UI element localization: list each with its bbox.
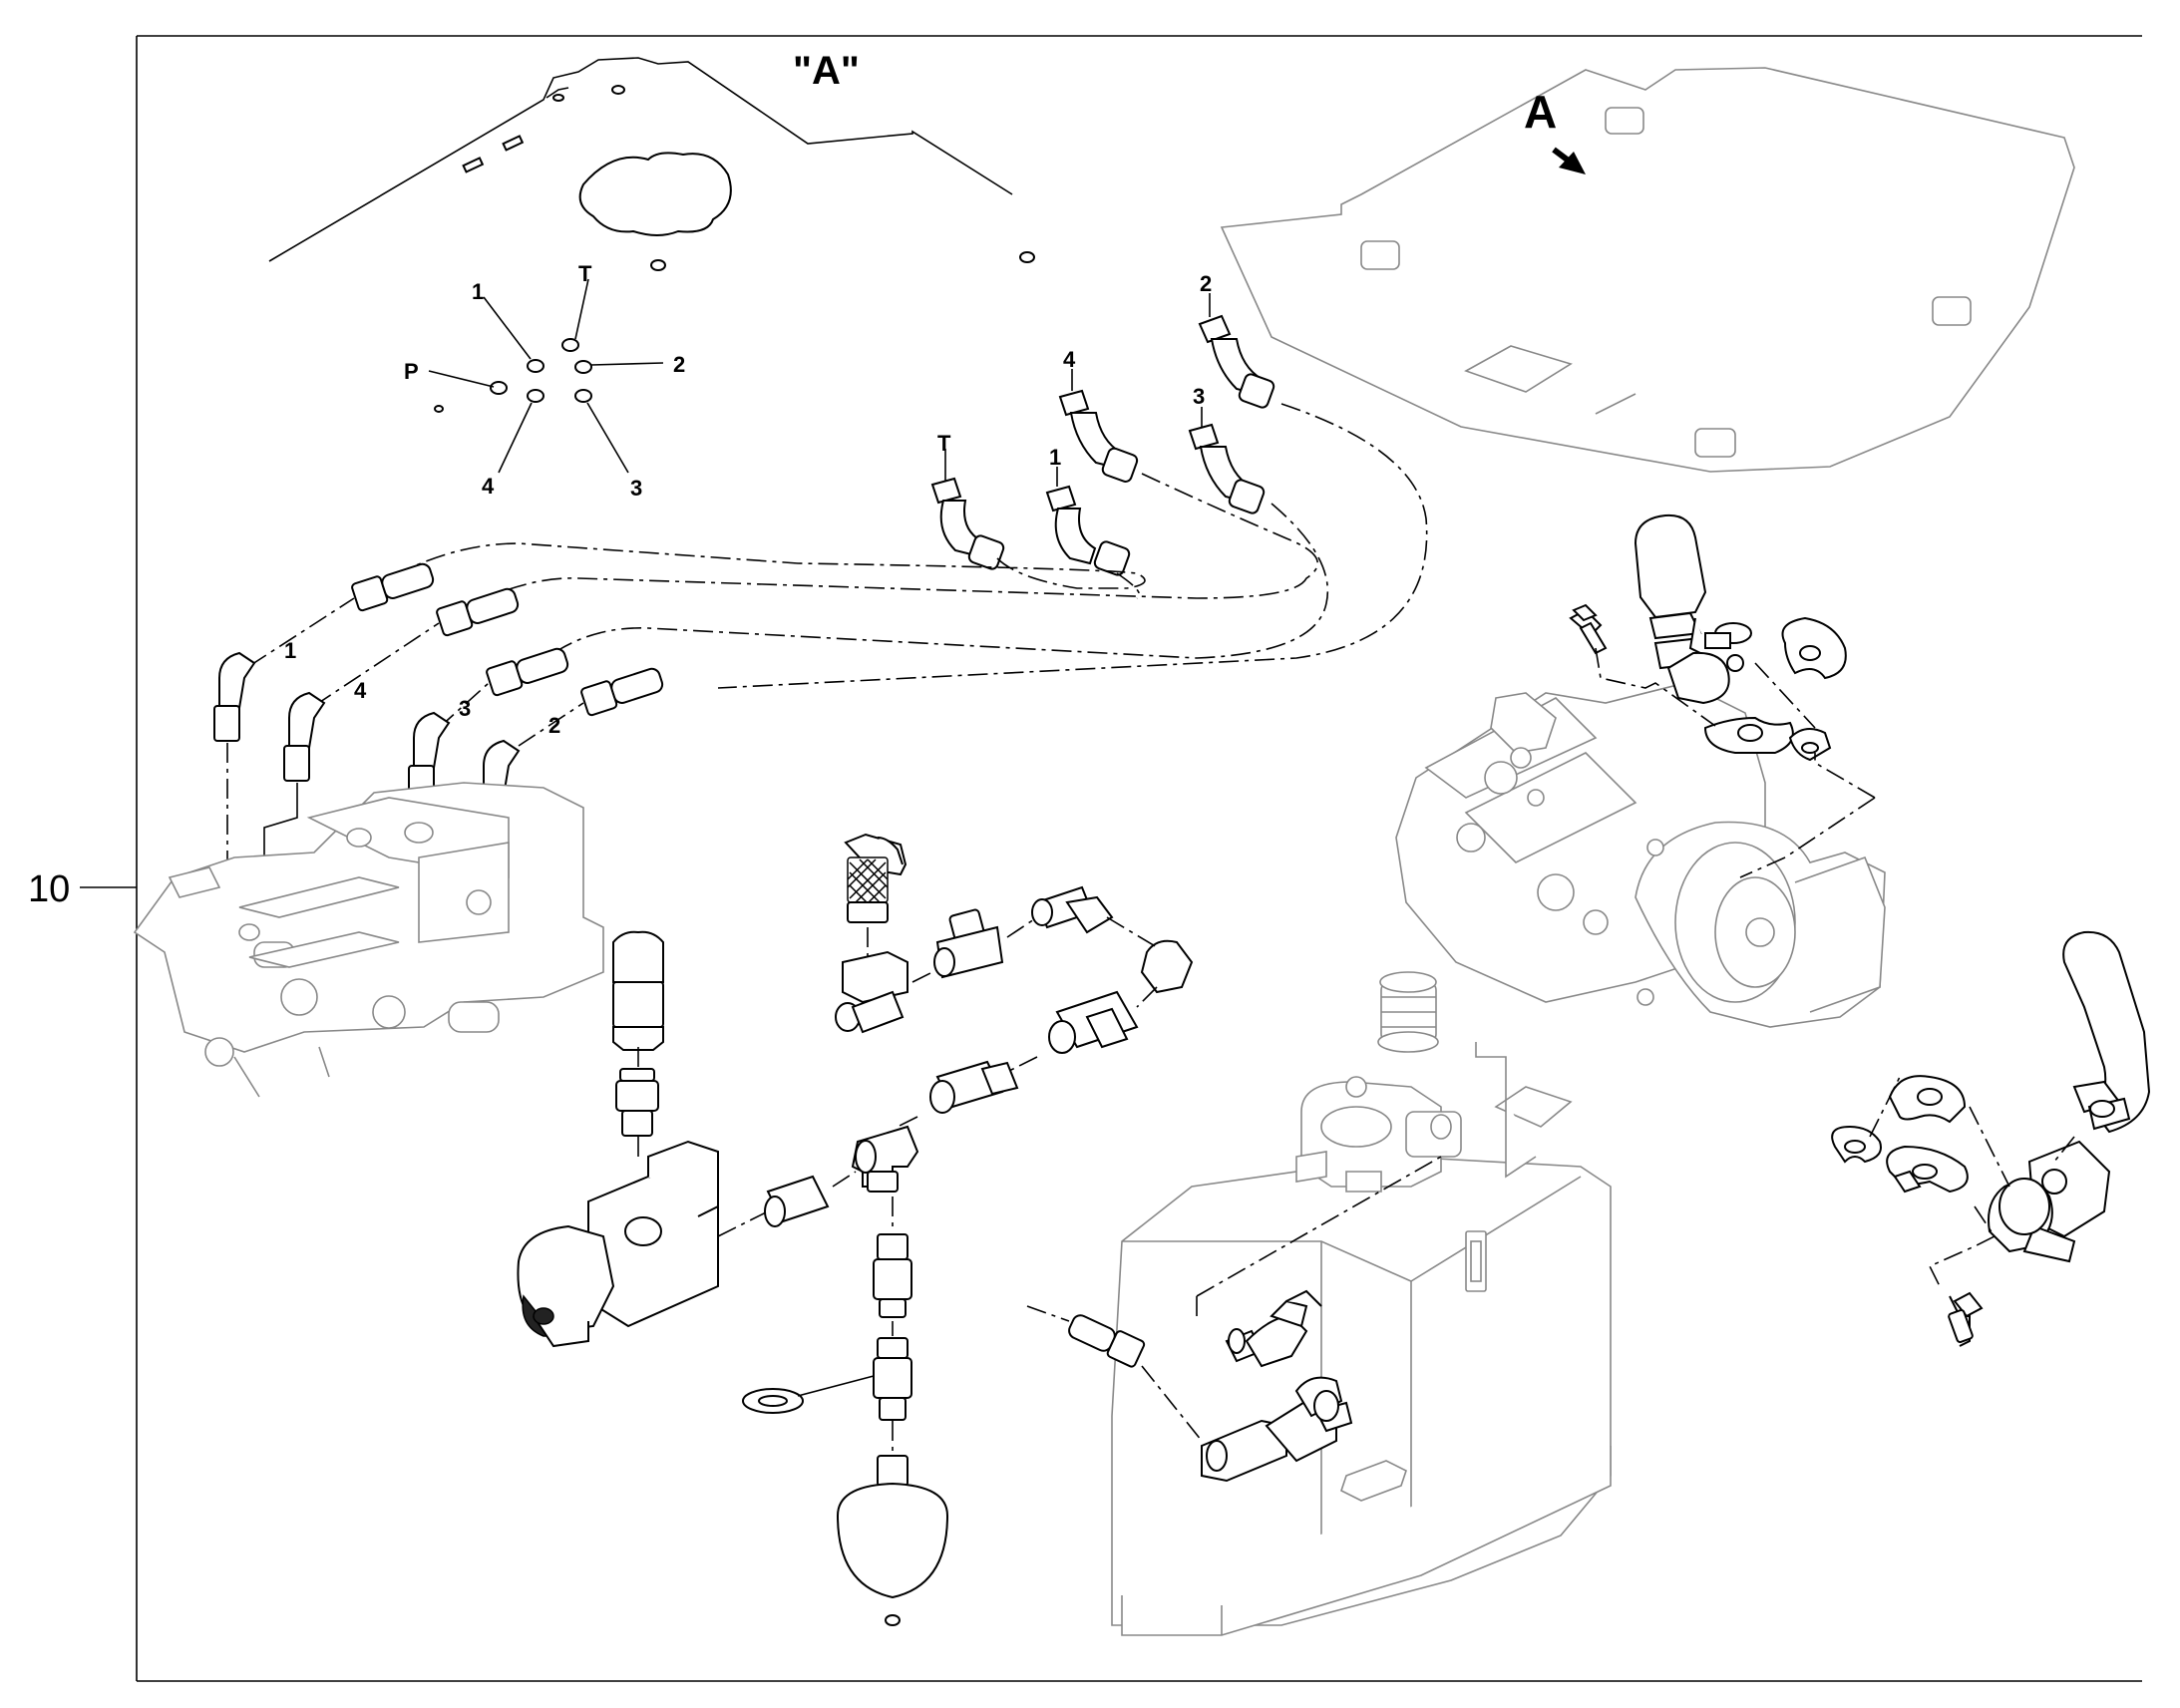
detail-a-plate: [268, 57, 1035, 271]
lower-flange-hose: [1988, 930, 2151, 1263]
detail-view-arrow-label: A: [1524, 86, 1557, 138]
detail-view-title: "A": [793, 49, 860, 93]
hose-label-2: 2: [1200, 271, 1212, 296]
port-label-t: T: [578, 261, 592, 286]
upper-flange-hose: [1634, 513, 1752, 705]
upper-flange-clamps: [1569, 608, 1847, 762]
hose-label-3: 3: [1193, 384, 1205, 409]
valve-line-label-3: 3: [459, 696, 471, 721]
tank-hose-end: [1026, 1305, 1203, 1442]
hydraulic-tank: [1111, 971, 1612, 1636]
valve-line-label-1: 1: [284, 638, 296, 663]
bolt: [1572, 603, 1598, 622]
hose-label-4: 4: [1063, 347, 1076, 372]
port-label-2: 2: [673, 352, 685, 377]
accumulator-stack: [742, 1196, 949, 1626]
upper-clamp-leaders: [1595, 647, 1876, 878]
hose-fitting-3: [1188, 423, 1266, 514]
solenoid-valve: [517, 1140, 769, 1348]
view-arrow-icon: [1552, 147, 1586, 174]
frame: [80, 35, 2142, 1682]
valve-line-label-2: 2: [548, 713, 560, 738]
port-pattern: [428, 278, 664, 474]
port-label-1: 1: [472, 279, 484, 304]
lower-flange-clamps: [1831, 1075, 1984, 1347]
lower-clamp-leaders: [1869, 1076, 2075, 1287]
pressure-switch: [612, 930, 664, 1162]
hose-fitting-t: [930, 477, 1005, 570]
base-plate: [1220, 67, 2075, 473]
tee-fittings: [911, 885, 1194, 1008]
main-tee: [764, 1125, 919, 1227]
hydraulic-pump: [1395, 682, 1886, 1028]
port-label-4: 4: [482, 474, 495, 499]
test-point-fitting: [835, 833, 908, 1034]
union-fittings: [897, 990, 1139, 1128]
hose-routes: [398, 403, 1428, 689]
valve-hose-ends: [351, 562, 664, 717]
port-label-p: P: [404, 359, 419, 384]
hose-fitting-2: [1198, 314, 1275, 409]
hose-label-t: T: [937, 431, 951, 456]
valve-line-label-4: 4: [354, 678, 367, 703]
tank-fittings: [1201, 1289, 1353, 1483]
control-valve-block: [133, 782, 604, 1098]
reference-number-label: 10: [28, 868, 70, 910]
port-label-3: 3: [630, 476, 642, 501]
hose-fitting-1: [1045, 485, 1131, 576]
hose-fitting-4: [1058, 389, 1139, 483]
hose-label-1: 1: [1049, 445, 1061, 470]
